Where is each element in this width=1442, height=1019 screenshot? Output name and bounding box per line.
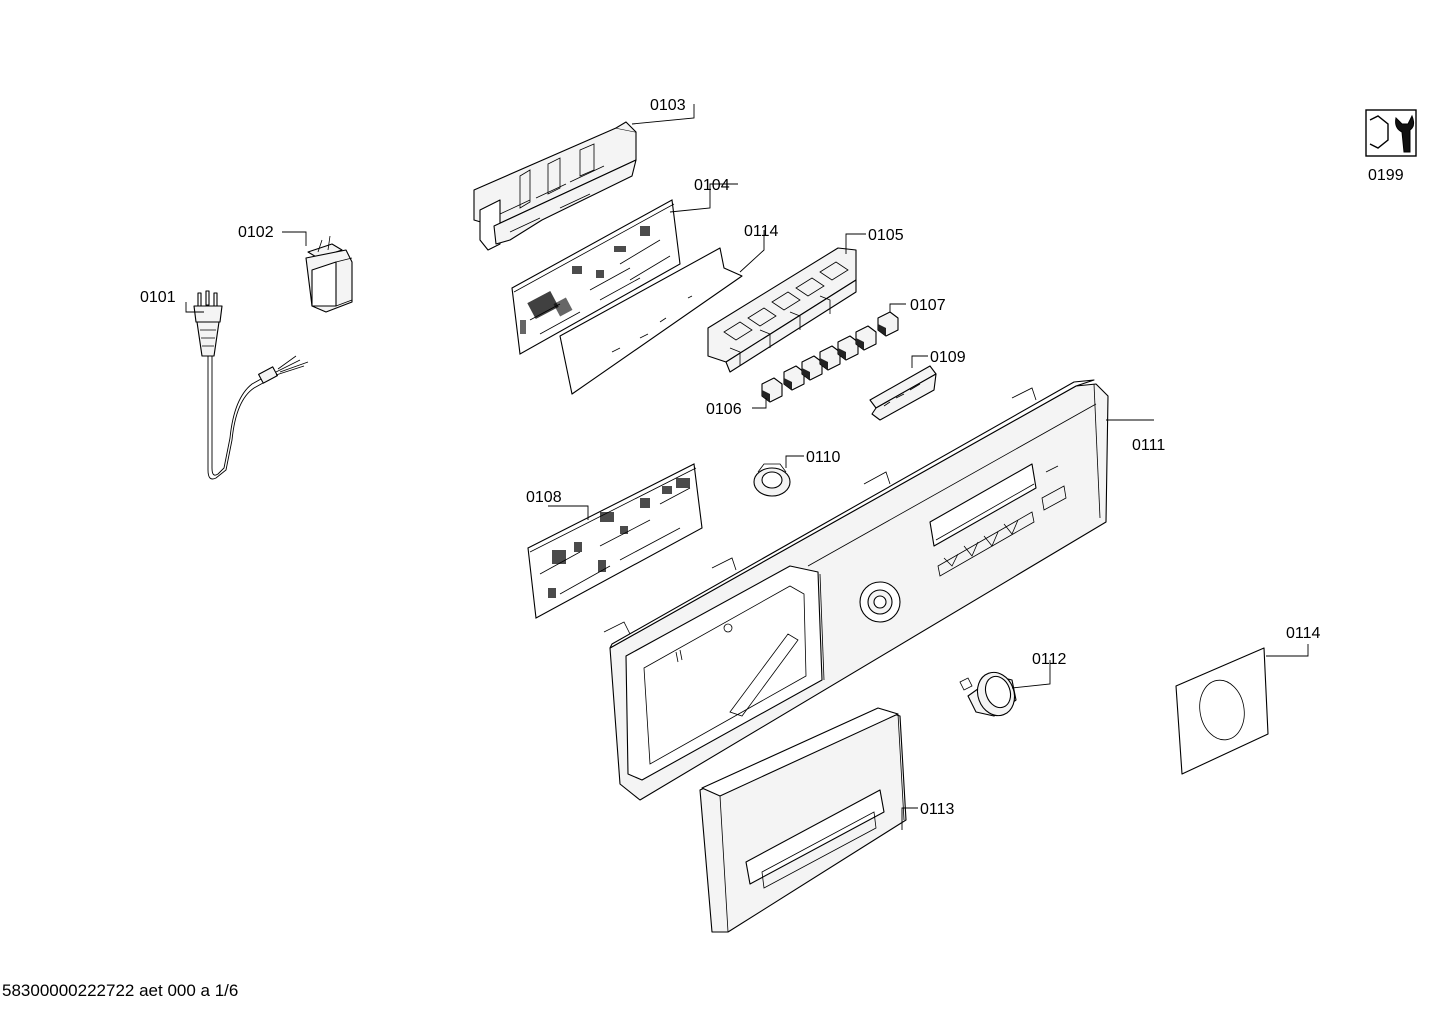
part-0104-control-module-pcb[interactable] xyxy=(511,199,681,355)
service-wrench-icon[interactable] xyxy=(1365,109,1417,157)
part-0108-power-module-pcb[interactable] xyxy=(527,463,703,619)
label-0102: 0102 xyxy=(238,224,274,241)
part-0106-push-button-set[interactable] xyxy=(761,325,877,403)
label-0101: 0101 xyxy=(140,289,176,306)
label-0109: 0109 xyxy=(930,349,966,366)
part-0111-fascia-panel[interactable] xyxy=(603,379,1109,801)
label-0107: 0107 xyxy=(910,297,946,314)
label-0114-upper: 0114 xyxy=(744,223,779,240)
leader-0110 xyxy=(785,455,804,468)
part-0113-drawer-handle[interactable] xyxy=(699,707,907,933)
part-0114-foil-label[interactable] xyxy=(1175,647,1269,775)
label-0106: 0106 xyxy=(706,401,742,418)
label-0114-lower: 0114 xyxy=(1286,625,1321,642)
label-0112: 0112 xyxy=(1032,651,1067,668)
leader-0113 xyxy=(901,807,918,830)
leader-0114-upper xyxy=(739,230,765,273)
part-0101-power-cord[interactable] xyxy=(193,290,309,480)
drawing-number-footer: 58300000222722 aet 000 a 1/6 xyxy=(2,981,239,1000)
leader-0101 xyxy=(185,302,204,313)
part-0110-light-guide[interactable] xyxy=(753,463,791,497)
part-0103-module-housing[interactable] xyxy=(473,121,637,251)
label-0104: 0104 xyxy=(694,177,730,194)
leader-0106 xyxy=(752,398,767,409)
leader-0112 xyxy=(1011,660,1051,689)
part-0109-display-module[interactable] xyxy=(869,365,937,421)
part-0112-selector-knob[interactable] xyxy=(959,667,1020,721)
leader-0108 xyxy=(548,505,589,520)
part-0107-push-button[interactable] xyxy=(877,311,899,337)
leader-0102 xyxy=(282,231,307,246)
leader-0114-lower xyxy=(1266,644,1309,657)
part-0105-key-carrier[interactable] xyxy=(707,247,857,373)
leader-0107 xyxy=(889,303,906,312)
label-0105: 0105 xyxy=(868,227,904,244)
label-0103: 0103 xyxy=(650,97,686,114)
label-0110: 0110 xyxy=(806,449,841,466)
label-0113: 0113 xyxy=(920,801,955,818)
part-0102-interference-filter[interactable] xyxy=(305,235,353,313)
leader-0109 xyxy=(911,355,928,368)
leader-0103 xyxy=(631,104,695,125)
label-0108: 0108 xyxy=(526,489,562,506)
leader-0105 xyxy=(845,233,866,254)
part-0114-insulating-foil[interactable] xyxy=(559,247,743,395)
label-0111: 0111 xyxy=(1132,437,1165,454)
leader-0104 xyxy=(669,183,738,213)
label-0199: 0199 xyxy=(1368,167,1404,184)
